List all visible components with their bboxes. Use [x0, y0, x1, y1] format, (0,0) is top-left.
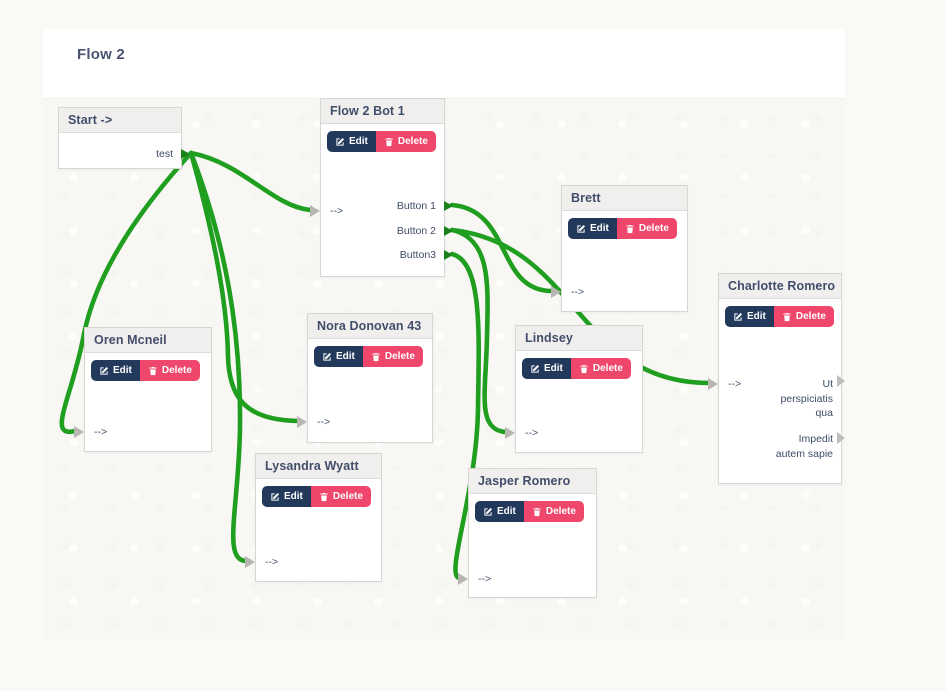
node-jasper-romero[interactable]: Jasper Romero Edit Delete --> [458, 468, 597, 598]
node-lysandra-wyatt-title: Lysandra Wyatt [256, 454, 381, 479]
input-port-label: --> [330, 205, 344, 217]
edit-button[interactable]: Edit [327, 131, 376, 152]
delete-button[interactable]: Delete [375, 131, 436, 152]
edit-button-label: Edit [747, 311, 766, 322]
edit-pencil-icon [531, 364, 540, 373]
trash-icon [533, 507, 541, 516]
delete-button-label: Delete [638, 223, 669, 234]
input-port-label: --> [525, 427, 539, 439]
edit-button[interactable]: Edit [522, 358, 571, 379]
delete-button[interactable]: Delete [362, 346, 423, 367]
output-port-button-2[interactable] [444, 226, 453, 236]
output-port-button-3[interactable] [444, 250, 453, 260]
edit-button[interactable]: Edit [568, 218, 617, 239]
input-port-arrow[interactable] [458, 573, 468, 585]
input-port-arrow[interactable] [551, 286, 561, 298]
output-label-button-1: Button 1 [396, 200, 436, 212]
node-lindsey[interactable]: Lindsey Edit Delete --> [505, 325, 643, 453]
edit-button-label: Edit [349, 136, 368, 147]
delete-button[interactable]: Delete [523, 501, 584, 522]
node-oren-mcneil-title: Oren Mcneil [85, 328, 211, 353]
start-output-port[interactable] [181, 149, 190, 159]
edit-button[interactable]: Edit [475, 501, 524, 522]
trash-icon [626, 224, 634, 233]
input-port-label: --> [265, 556, 279, 568]
edit-pencil-icon [100, 366, 109, 375]
output-port-ut-perspiciatis[interactable] [837, 375, 845, 387]
node-oren-mcneil[interactable]: Oren Mcneil Edit Delete --> [74, 327, 212, 452]
node-nora-donovan-43[interactable]: Nora Donovan 43 Edit Delete --> [297, 313, 433, 443]
trash-icon [149, 366, 157, 375]
delete-button-label: Delete [795, 311, 826, 322]
node-flow-2-bot-1-title: Flow 2 Bot 1 [321, 99, 444, 124]
node-start-title: Start -> [59, 108, 181, 133]
edit-button-label: Edit [590, 223, 609, 234]
delete-button[interactable]: Delete [139, 360, 200, 381]
trash-icon [580, 364, 588, 373]
output-label-button-3: Button3 [399, 249, 436, 261]
delete-button-label: Delete [384, 351, 415, 362]
input-port-arrow[interactable] [505, 427, 515, 439]
node-charlotte-romero[interactable]: Charlotte Romero Edit Delete --> Ut pers… [708, 273, 845, 484]
delete-button[interactable]: Delete [570, 358, 631, 379]
edit-pencil-icon [323, 352, 332, 361]
output-label-button-2: Button 2 [396, 225, 436, 237]
node-charlotte-romero-title: Charlotte Romero [719, 274, 841, 299]
input-port-label: --> [317, 416, 331, 428]
input-port-arrow[interactable] [708, 378, 718, 390]
input-port-label: --> [94, 426, 108, 438]
node-lysandra-wyatt[interactable]: Lysandra Wyatt Edit Delete --> [245, 453, 382, 582]
input-port-arrow[interactable] [310, 205, 320, 217]
flow-header-band: Flow 2 [43, 29, 845, 99]
node-brett[interactable]: Brett Edit Delete --> [551, 185, 688, 312]
input-port-label: --> [571, 286, 585, 298]
edit-pencil-icon [577, 224, 586, 233]
delete-button-label: Delete [545, 506, 576, 517]
output-port-button-1[interactable] [444, 201, 453, 211]
node-start[interactable]: Start -> test [58, 107, 190, 169]
node-lindsey-title: Lindsey [516, 326, 642, 351]
node-flow-2-bot-1[interactable]: Flow 2 Bot 1 Edit Delete --> Button 1 Bu… [310, 98, 453, 277]
output-label-impedit-autem: Impedit autem sapie [775, 433, 833, 460]
page-title: Flow 2 [77, 46, 125, 63]
edit-button-label: Edit [497, 506, 516, 517]
input-port-arrow[interactable] [297, 416, 307, 428]
edit-pencil-icon [336, 137, 345, 146]
input-port-arrow[interactable] [245, 556, 255, 568]
trash-icon [783, 312, 791, 321]
delete-button[interactable]: Delete [310, 486, 371, 507]
input-port-arrow[interactable] [74, 426, 84, 438]
trash-icon [320, 492, 328, 501]
edit-button[interactable]: Edit [725, 306, 774, 327]
edit-button[interactable]: Edit [91, 360, 140, 381]
edit-button-label: Edit [336, 351, 355, 362]
delete-button-label: Delete [332, 491, 363, 502]
edit-button-label: Edit [113, 365, 132, 376]
edit-button[interactable]: Edit [262, 486, 311, 507]
input-port-label: --> [478, 573, 492, 585]
delete-button-label: Delete [161, 365, 192, 376]
node-nora-donovan-43-title: Nora Donovan 43 [308, 314, 432, 339]
trash-icon [385, 137, 393, 146]
start-output-label: test [156, 148, 173, 160]
delete-button-label: Delete [397, 136, 428, 147]
edit-pencil-icon [484, 507, 493, 516]
edit-button-label: Edit [284, 491, 303, 502]
node-brett-title: Brett [562, 186, 687, 211]
trash-icon [372, 352, 380, 361]
edit-button-label: Edit [544, 363, 563, 374]
output-port-impedit-autem[interactable] [837, 432, 845, 444]
edit-button[interactable]: Edit [314, 346, 363, 367]
edit-pencil-icon [271, 492, 280, 501]
delete-button[interactable]: Delete [773, 306, 834, 327]
edit-pencil-icon [734, 312, 743, 321]
delete-button[interactable]: Delete [616, 218, 677, 239]
delete-button-label: Delete [592, 363, 623, 374]
input-port-label: --> [728, 378, 742, 390]
node-jasper-romero-title: Jasper Romero [469, 469, 596, 494]
output-label-ut-perspiciatis: Ut perspiciatis qua [780, 378, 833, 420]
